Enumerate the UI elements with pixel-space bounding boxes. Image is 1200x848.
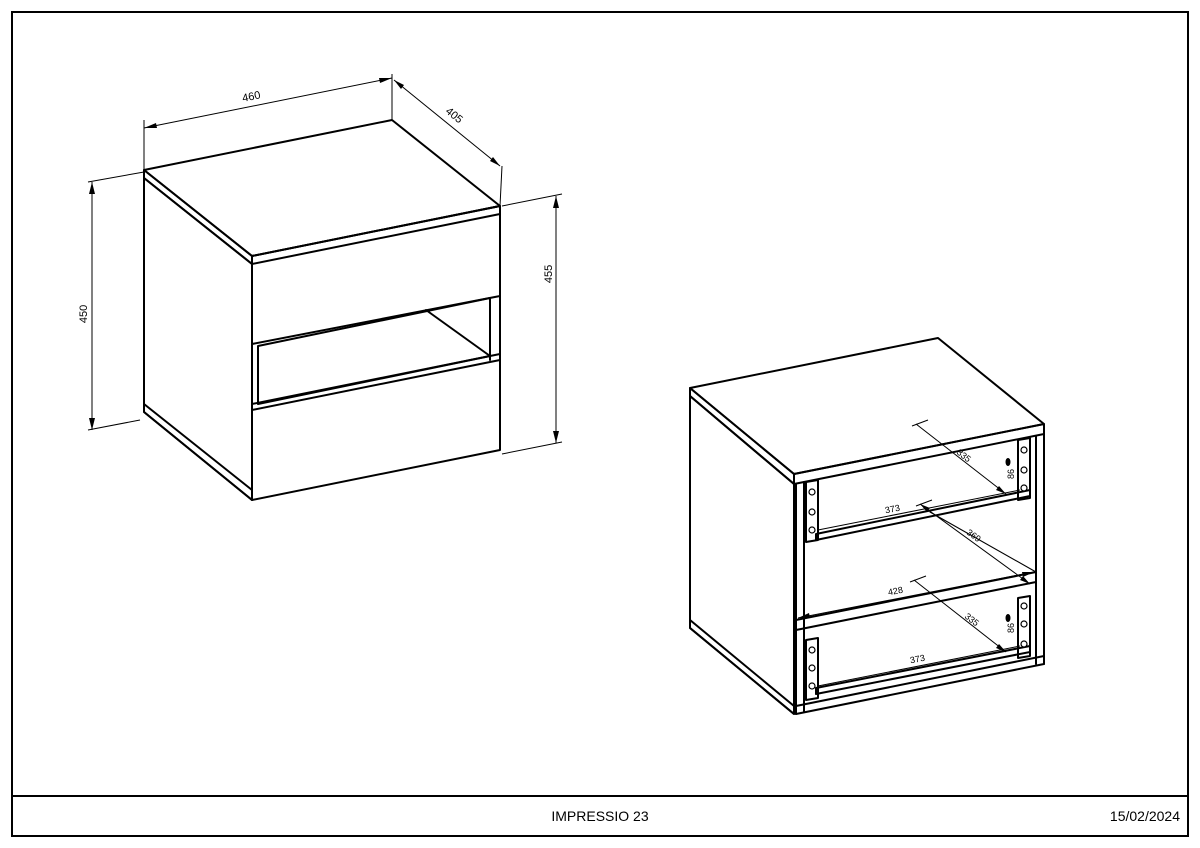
carcass-left-side [689,395,795,715]
carcass-bottom-edge [689,619,795,715]
top-panel-top-face [143,119,501,257]
carcass-bottom-front [795,655,1045,715]
drawing-date: 15/02/2024 [1110,808,1180,824]
dim-height-left-arrow-bottom [89,418,95,430]
lower-left-runner-hole-3 [808,682,816,690]
upper-right-runner-hole-2 [1020,466,1028,474]
drawing-border [11,11,1189,837]
lower-left-runner-hole-1 [808,646,816,654]
lower-right-cam-fitting [1005,614,1011,622]
shelf-back-edge [929,511,1037,573]
dim-depth-extension [499,165,503,207]
lower-left-drawer-runner [805,637,819,701]
lower-right-runner-hole-1 [1020,602,1028,610]
compartment-inner-edge [425,309,491,357]
open-compartment-back [257,297,491,405]
dim-shelf-depth-label: 369 [965,527,983,544]
dim-lower-width-label: 373 [909,653,926,666]
dim-height-left-arrow-top [89,182,95,194]
dim-shelf-width-arrow-right [1022,572,1034,577]
lower-right-runner-hole-3 [1020,640,1028,648]
dim-shelf-width-arrow-left [798,613,810,618]
product-name: IMPRESSIO 23 [551,808,648,824]
dim-lower-depth-label: 335 [963,611,981,628]
dim-height-right-arrow-top [553,196,559,208]
dim-upper-height-label: 86 [1006,469,1016,479]
dim-lower-width-line [817,645,1021,687]
dim-width-arrow-right [379,78,392,83]
dim-depth-line [393,79,501,167]
dim-lower-depth-arrow [996,644,1006,652]
lower-right-drawer-runner [1017,595,1031,659]
dim-width-line [143,77,393,129]
dim-shelf-width-label: 428 [887,585,904,598]
dim-height-left-extension-top [87,171,145,183]
upper-right-drawer-runner [1017,437,1031,501]
dim-shelf-width-line [797,571,1035,619]
lower-right-runner-hole-2 [1020,620,1028,628]
dim-width-arrow-left [144,123,157,128]
upper-right-runner-hole-3 [1020,484,1028,492]
dim-shelf-depth-tick [915,499,933,507]
dim-lower-height-label: 86 [1006,623,1016,633]
dim-upper-width-line [817,489,1021,531]
lower-drawer-top-lip [251,353,501,405]
dim-height-right-extension-bottom [501,441,563,455]
lower-drawer-front [251,359,501,501]
dim-height-right-label: 455 [543,265,555,283]
upper-left-runner-hole-2 [808,508,816,516]
bottom-panel-edge [143,403,253,501]
upper-right-cam-fitting [1005,458,1011,466]
dim-width-label: 460 [241,89,261,104]
dim-lower-depth-line [913,579,1007,653]
dim-shelf-depth-line [919,503,1031,585]
dim-height-left-label: 450 [78,305,90,323]
dim-upper-depth-tick [911,419,929,427]
middle-shelf-front [795,571,1037,631]
dim-depth-arrow-top [394,80,404,89]
dim-upper-depth-arrow [996,486,1006,494]
lower-drawer-rail-line [815,645,1031,695]
dim-shelf-depth-arrow-top [920,504,930,512]
dim-height-right-extension-top [501,193,563,207]
upper-drawer-front [251,205,501,345]
upper-drawer-rail-line [815,489,1031,541]
lower-left-runner-hole-2 [808,664,816,672]
left-side-panel [143,177,253,501]
dim-depth-arrow-bottom [490,157,500,166]
dim-upper-width-label: 373 [884,503,901,516]
dim-height-right-arrow-bottom [553,431,559,443]
dim-shelf-depth-arrow-bottom [1020,576,1030,584]
closed-nightstand-view: 460 405 450 455 [78,74,563,501]
upper-right-runner-hole-1 [1020,446,1028,454]
open-nightstand-view: 335 86 373 369 428 335 86 373 [689,337,1045,715]
dim-lower-depth-tick [909,575,927,583]
dim-height-left-extension-bottom [87,419,141,431]
upper-left-runner-hole-3 [808,526,816,534]
dim-upper-depth-line [915,423,1007,495]
carcass-top-face [689,337,1045,475]
top-panel-side-edge [251,205,501,265]
upper-left-runner-hole-1 [808,488,816,496]
